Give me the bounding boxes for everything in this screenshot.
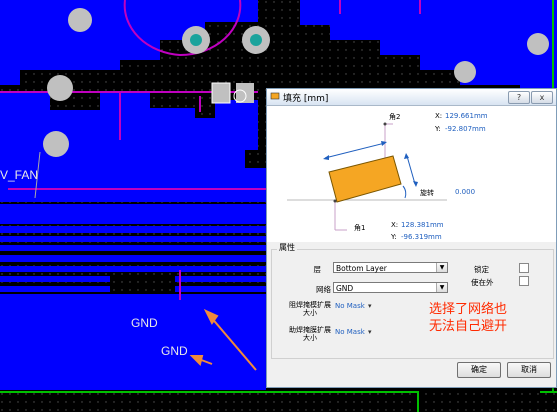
net-label-gnd-2: GND [161, 344, 188, 358]
layer-label: 层 [313, 265, 322, 274]
chevron-down-icon: ▼ [436, 263, 447, 272]
corner2-x-value: 129.661mm [445, 112, 488, 120]
corner2-y-label: Y: [435, 125, 441, 133]
properties-title: 属性 [277, 242, 297, 253]
silk-line [34, 151, 41, 199]
chevron-down-icon: ▼ [436, 283, 447, 292]
close-button[interactable]: x [531, 91, 553, 104]
paste-mask-value[interactable]: No Mask [335, 328, 365, 336]
rotation-value: 0.000 [455, 188, 476, 196]
properties-group [271, 249, 554, 359]
net-label-gnd: GND [131, 316, 158, 330]
corner1-x-label: X: [391, 221, 399, 229]
corner1-x-value: 128.381mm [401, 221, 444, 229]
locked-checkbox[interactable] [519, 263, 529, 273]
fill-icon [270, 92, 280, 100]
rotation-label: 旋转 [420, 189, 434, 197]
pads [43, 8, 549, 157]
net-select[interactable]: GND ▼ [333, 282, 448, 293]
paste-mask-dropdown-icon[interactable]: ▾ [368, 328, 372, 336]
solder-mask-label: 阻焊掩模扩展大小 [289, 301, 331, 317]
geometry-drawing [287, 122, 447, 231]
corner2-x-label: X: [435, 112, 443, 120]
corner1-y-label: Y: [391, 233, 397, 241]
dialog-title: 填充 [mm] [283, 94, 329, 104]
dialog-titlebar[interactable]: 填充 [mm] ? x [267, 89, 556, 106]
corner1-label: 角1 [354, 224, 366, 232]
corner2-y-value: -92.807mm [445, 125, 486, 133]
net-label: 网络 [316, 285, 331, 294]
corner1-y-value: -96.319mm [401, 233, 442, 241]
help-button[interactable]: ? [508, 91, 530, 104]
net-label-vfan: V_FAN [0, 168, 39, 182]
fill-geometry-diagram: 角2 X: 129.661mm Y: -92.807mm 旋转 0.000 角1… [267, 106, 556, 242]
copper-fill [0, 0, 557, 390]
solder-mask-dropdown-icon[interactable]: ▾ [368, 302, 372, 310]
fill-dialog: 填充 [mm] ? x 角2 X: 129.661mm Y: -92.807mm… [266, 88, 557, 388]
layer-select[interactable]: Bottom Layer ▼ [333, 262, 448, 273]
corner2-label: 角2 [389, 113, 401, 121]
annotation-note: 选择了网络也 无法自己避开 [429, 301, 507, 335]
layer-select-value: Bottom Layer [336, 264, 387, 273]
paste-mask-label: 助焊掩膜扩展大小 [289, 326, 331, 342]
ok-button[interactable]: 确定 [457, 362, 501, 378]
solder-mask-value[interactable]: No Mask [335, 302, 365, 310]
annotation-line-2: 无法自己避开 [429, 319, 508, 334]
net-select-value: GND [336, 284, 354, 293]
cancel-button[interactable]: 取消 [507, 362, 551, 378]
locked-label: 锁定 [474, 265, 489, 274]
keepout-checkbox[interactable] [519, 276, 529, 286]
keepout-label: 使在外 [471, 278, 494, 287]
annotation-line-1: 选择了网络也 [429, 302, 508, 317]
